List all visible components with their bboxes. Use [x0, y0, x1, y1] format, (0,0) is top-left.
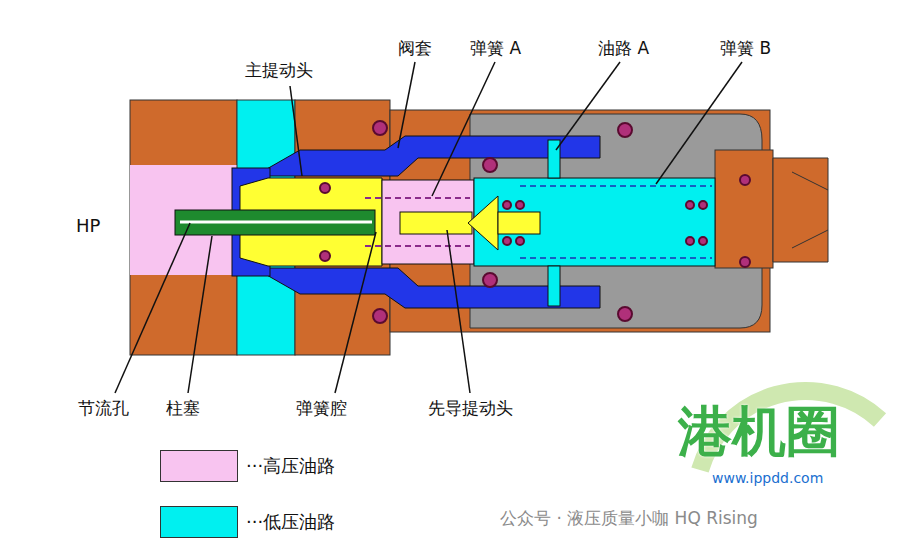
spring-b-chamber: [474, 178, 715, 266]
plunger: [175, 210, 375, 235]
pilot-poppet: [400, 212, 472, 234]
watermark: www.ippdd.com: [712, 470, 823, 487]
part-label: 弹簧腔: [296, 398, 347, 418]
part-label: 节流孔: [78, 398, 129, 418]
spring-chamber: [382, 180, 474, 264]
nut: [715, 150, 773, 268]
part-label: 主提动头: [245, 60, 313, 80]
port-label: HP: [76, 215, 100, 237]
part-label: 弹簧 B: [720, 38, 771, 58]
legend-text: ···高压油路: [246, 455, 335, 477]
part-label: 先导提动头: [428, 398, 513, 418]
part-label: 油路 A: [598, 38, 649, 58]
leader-lines: [115, 62, 742, 393]
part-label: 弹簧 A: [470, 38, 521, 58]
part-label: 阀套: [398, 38, 432, 58]
adjust-bolt: [773, 158, 828, 262]
legend-swatch: [160, 506, 238, 538]
watermark: 港机圈: [678, 400, 840, 465]
watermark: 公众号 · 液压质量小咖 HQ Rising: [500, 508, 758, 528]
legend-swatch: [160, 450, 238, 482]
part-label: 柱塞: [166, 398, 200, 418]
legend-text: ···低压油路: [246, 511, 335, 533]
